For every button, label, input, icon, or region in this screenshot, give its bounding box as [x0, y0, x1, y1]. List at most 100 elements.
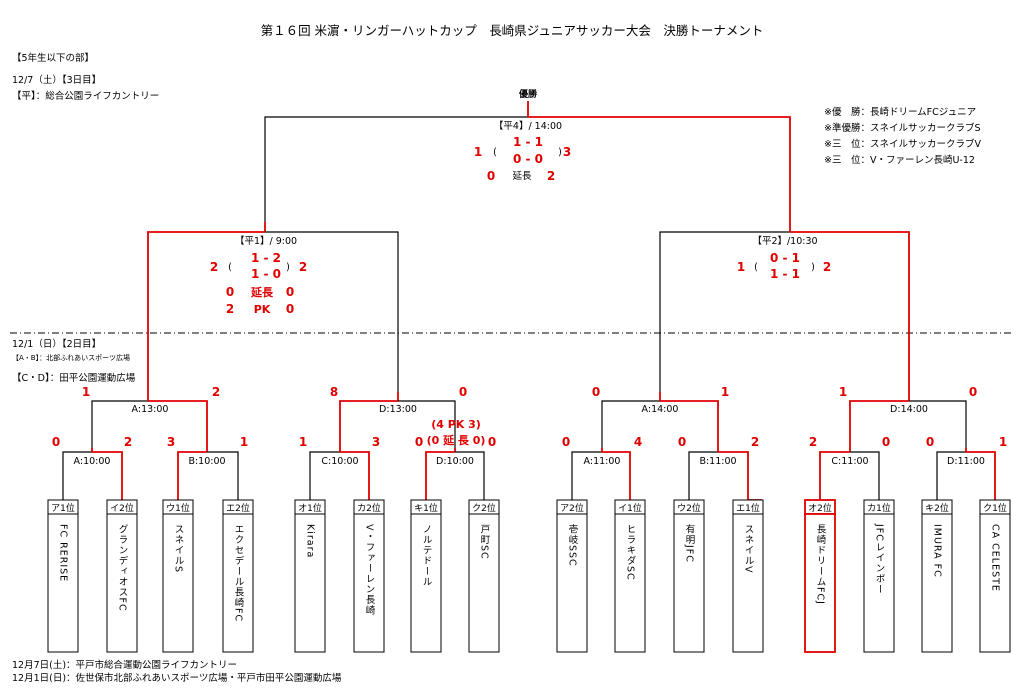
round16-4: D:10:00 0 0 (4 PK 3) (0 延 長 0)	[415, 418, 496, 500]
semi2-score-line-2: 1 - 1	[770, 267, 800, 281]
qf1-label: A:13:00	[132, 404, 169, 415]
team-name: V・ファーレン長崎	[364, 524, 376, 616]
quarterfinal-3: A:14:00 0 1	[592, 385, 729, 448]
r16-3-right: 3	[372, 435, 380, 449]
team-box: カ2位 V・ファーレン長崎	[353, 499, 385, 653]
r16-2-label: B:10:00	[188, 456, 225, 467]
final-right-total: 3	[563, 145, 571, 159]
r16-5-left: 0	[562, 435, 570, 449]
final-left-total: 1	[474, 145, 482, 159]
round16-1: A:10:00 0 2	[52, 435, 132, 500]
qf3-right: 1	[721, 385, 729, 399]
qf3-left: 0	[592, 385, 600, 399]
team-seed: キ1位	[414, 502, 438, 514]
semi2-match-label: 【平2】/10:30	[752, 236, 817, 247]
team-seed: オ2位	[808, 502, 832, 514]
team-name: 長崎ドリームFCJ	[815, 524, 827, 605]
team-box: ア1位 FC RERISE	[47, 499, 79, 653]
team-box: カ1位 JFCレインボー	[863, 499, 895, 653]
r16-4-et: (0 延 長 0)	[427, 433, 486, 447]
team-name: ノルテドール	[421, 524, 433, 587]
round16-5: A:11:00 0 4	[562, 435, 642, 500]
final-match: 優勝 【平4】/ 14:00 1 ( 1 - 1 0 - 0 ) 3 0 延長 …	[264, 88, 791, 222]
team-seed: ク2位	[472, 502, 496, 514]
page-title: 第１６回 米濵・リンガーハットカップ 長崎県ジュニアサッカー大会 決勝トーナメン…	[260, 23, 764, 38]
semi1-pk-left: 2	[226, 302, 234, 316]
r16-6-right: 2	[751, 435, 759, 449]
semi1-left-total: 2	[210, 260, 218, 274]
r16-2-right: 1	[240, 435, 248, 449]
team-name: CA CELESTE	[990, 524, 1001, 592]
r16-5-right: 4	[634, 435, 642, 449]
round16-7: C:11:00 2 0	[809, 435, 890, 500]
day2-venue-ab: 【A・B】：北部ふれあいスポーツ広場	[12, 354, 130, 362]
svg-text:): )	[286, 262, 290, 273]
qf3-label: A:14:00	[642, 404, 679, 415]
final-paren-open: (	[493, 147, 497, 158]
day3-date: 12/7（土）【3日目】	[12, 75, 102, 86]
team-seed: カ2位	[357, 502, 381, 514]
team-name: FC RERISE	[58, 524, 69, 582]
semi1-et-left: 0	[226, 285, 234, 299]
semi1-match-label: 【平1】/ 9:00	[235, 236, 297, 247]
team-seed: イ1位	[618, 502, 642, 514]
svg-text:): )	[811, 262, 815, 273]
r16-8-left: 0	[926, 435, 934, 449]
semi1-pk-right: 0	[286, 302, 294, 316]
r16-3-label: C:10:00	[321, 456, 358, 467]
qf2-right: 0	[459, 385, 467, 399]
team-seed: ウ1位	[166, 502, 190, 514]
team-seed: ウ2位	[677, 502, 701, 514]
final-score-line-2: 0 - 0	[513, 152, 543, 166]
r16-6-label: B:11:00	[699, 456, 736, 467]
r16-3-left: 1	[299, 435, 307, 449]
day3-venue: 【平】：総合公園ライフカントリー	[12, 91, 160, 102]
qf2-left: 8	[330, 385, 338, 399]
day2-date: 12/1（日）【2日目】	[12, 339, 102, 350]
team-seed: カ1位	[867, 502, 891, 514]
footer-line-1: 12月7日(土)：平戸市総合運動公園ライフカントリー	[12, 660, 238, 671]
semi1-score-line-2: 1 - 0	[251, 267, 281, 281]
r16-2-left: 3	[167, 435, 175, 449]
qf4-left: 1	[839, 385, 847, 399]
semi2-left-total: 1	[737, 260, 745, 274]
r16-7-label: C:11:00	[831, 456, 868, 467]
r16-8-right: 1	[999, 435, 1007, 449]
quarterfinal-4: D:14:00 1 0	[839, 385, 977, 448]
result-third-2: ※三 位：V・ファーレン長崎U-12	[824, 155, 975, 166]
semi2-right-total: 2	[823, 260, 831, 274]
r16-4-label: D:10:00	[436, 456, 474, 467]
team-seed: エ1位	[736, 502, 760, 514]
r16-1-label: A:10:00	[74, 456, 111, 467]
semifinal-2: 【平2】/10:30 1 ( 0 - 1 1 - 1 ) 2	[659, 222, 910, 392]
day2-venue-cd: 【C・D】：田平公園運動広場	[12, 373, 136, 384]
qf4-right: 0	[969, 385, 977, 399]
team-name: Kirara	[305, 524, 316, 558]
result-champion: ※優 勝：長崎ドリームFCジュニア	[824, 107, 977, 118]
team-seed: キ2位	[925, 502, 949, 514]
final-et-label: 延長	[512, 170, 532, 182]
team-seed: ア1位	[51, 502, 75, 514]
r16-1-right: 2	[124, 435, 132, 449]
semi1-pk-label: PK	[254, 303, 271, 316]
r16-8-label: D:11:00	[947, 456, 985, 467]
team-name: JFCレインボー	[874, 523, 886, 594]
round16-8: D:11:00 0 1	[926, 435, 1007, 500]
champion-label: 優勝	[518, 88, 538, 100]
r16-7-right: 0	[882, 435, 890, 449]
qf1-left: 1	[82, 385, 90, 399]
quarterfinal-2: D:13:00 8 0	[330, 385, 467, 448]
team-name: IMURA FC	[932, 524, 943, 578]
r16-5-label: A:11:00	[584, 456, 621, 467]
r16-4-right: 0	[488, 435, 496, 449]
